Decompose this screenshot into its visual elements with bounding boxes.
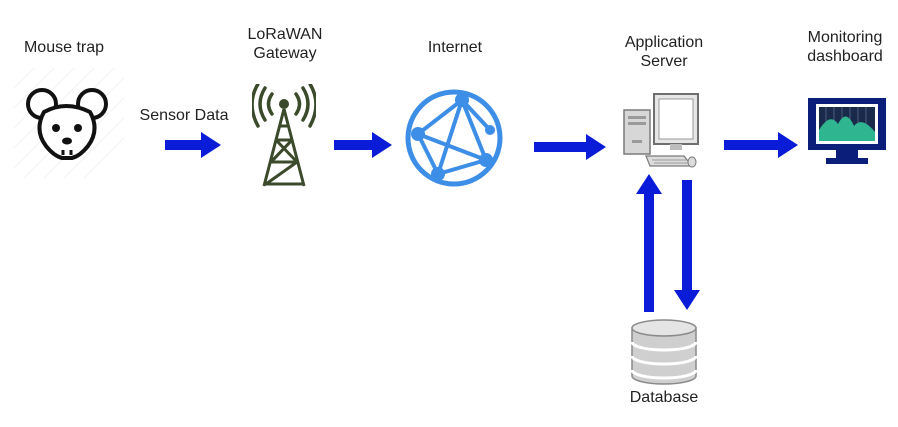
monitor-chart-icon: [808, 98, 886, 164]
mouse-icon: [14, 68, 124, 179]
mouse-trap-label: Mouse trap: [23, 39, 105, 56]
internet-label: Internet: [427, 39, 483, 56]
database-icon: [630, 319, 698, 385]
arrow-mouse-to-gateway: [165, 132, 221, 158]
antenna-tower-icon: [252, 84, 316, 187]
desktop-computer-icon: [623, 93, 699, 168]
database-label: Database: [629, 389, 699, 406]
arrow-gateway-to-internet: [334, 132, 392, 158]
arrow-server-to-database: [674, 180, 700, 310]
arrow-database-to-server: [636, 174, 662, 312]
arrow-server-to-dashboard: [724, 132, 798, 158]
arrow-internet-to-server: [534, 134, 606, 160]
globe-network-icon: [405, 89, 503, 187]
sensor-data-label: Sensor Data: [139, 107, 229, 124]
